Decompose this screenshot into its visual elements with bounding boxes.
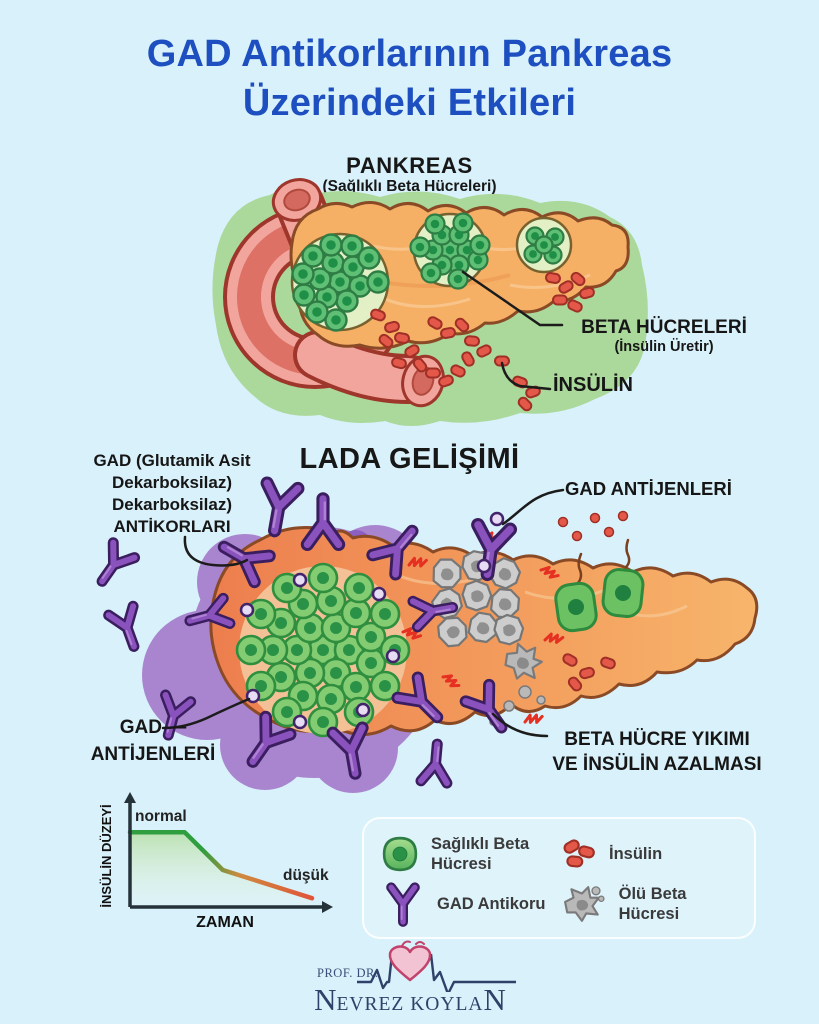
author-name: NEVREZ KOYLAN (293, 982, 527, 1018)
crack (624, 538, 631, 569)
legend-box: Sağlıklı Beta Hücresi İnsülin GAD Antiko… (362, 817, 756, 939)
beta-cells-sublabel: (İnsülin Üretir) (614, 339, 714, 355)
annotation-normal: normal (135, 808, 187, 825)
title-line-1: GAD Antikorlarının Pankreas (146, 33, 673, 75)
leader-lines (461, 270, 564, 391)
insulin-label: İNSÜLİN (553, 374, 633, 396)
lada-pancreas-illustration (95, 470, 759, 793)
surviving-beta-cells (554, 538, 645, 633)
legend-label: GAD Antikoru (437, 895, 546, 913)
gad-antigen-rings (239, 511, 505, 730)
gad-antigens-label-top: GAD ANTİJENLERİ (565, 478, 732, 499)
insulin-decline-chart: normal düşük ZAMAN İNSÜLİN DÜZEYİ (99, 792, 333, 931)
insulin-dots (557, 510, 629, 694)
islet-large (290, 232, 390, 332)
beta-cells-label-line: BETA HÜCRELERİ (581, 317, 747, 338)
beta-cells-label: BETA HÜCRELERİ (İnsülin Üretir) (556, 317, 772, 356)
author-name-final: N (483, 982, 506, 1017)
chart-line (127, 829, 315, 901)
annotation-dusuk: düşük (283, 867, 329, 884)
x-axis-arrow (322, 901, 333, 913)
islet-medium (409, 212, 491, 290)
author-title-prefix: PROF. DR. (317, 966, 379, 980)
gad-antibody-icon (382, 879, 424, 929)
chart-axes (128, 800, 325, 909)
ekg-heart-icon (357, 940, 516, 992)
duodenum-top-opening (271, 178, 323, 222)
author-name-initial: N (314, 982, 337, 1017)
insulin-icon (561, 838, 596, 868)
crack (575, 552, 583, 586)
lada-islet-beta-cells (235, 562, 411, 738)
islet-small (515, 216, 573, 274)
legend-label: Sağlıklı Beta Hücresi (431, 835, 530, 873)
beta-destruction-label: BETA HÜCRE YIKIMI VE İNSÜLİN AZALMASI (552, 729, 762, 775)
legend-label: İnsülin (609, 845, 663, 863)
legend-item-healthy-cell: Sağlıklı Beta Hücresi (382, 834, 560, 874)
x-axis-label: ZAMAN (196, 914, 254, 931)
y-axis-label: İNSÜLİN DÜZEYİ (99, 804, 114, 907)
healthy-section-heading: PANKREAS (346, 153, 473, 178)
legend-item-antibody: GAD Antikoru (382, 879, 560, 929)
page-title: GAD Antikorlarının Pankreas Üzerindeki E… (0, 30, 819, 128)
healthy-pancreas-illustration (212, 178, 648, 426)
lada-section-heading: LADA GELİŞİMİ (299, 443, 520, 475)
y-axis-arrow (124, 792, 136, 803)
author-logo: PROF. DR. NEVREZ KOYLAN (293, 934, 527, 1020)
healthy-beta-cell-icon (382, 836, 418, 872)
leader-lines (161, 488, 565, 738)
gad-antibodies-label: GAD (Glutamik Asit Dekarboksilaz) Dekarb… (93, 451, 251, 536)
healthy-section-subheading: (Sağlıklı Beta Hücreleri) (322, 178, 497, 195)
legend-item-insulin: İnsülin (560, 838, 740, 870)
legend-item-dead-cell: Ölü Beta Hücresi (560, 882, 740, 926)
author-name-middle: EVREZ KOYLA (336, 994, 484, 1015)
duodenum-bottom-opening (401, 354, 445, 408)
dead-beta-cell-icon (564, 886, 605, 922)
title-line-2: Üzerindeki Etkileri (242, 82, 577, 124)
legend-label: Ölü Beta Hücresi (618, 885, 687, 923)
gad-antigens-label-left: GAD — ANTİJENLERİ (90, 717, 216, 765)
